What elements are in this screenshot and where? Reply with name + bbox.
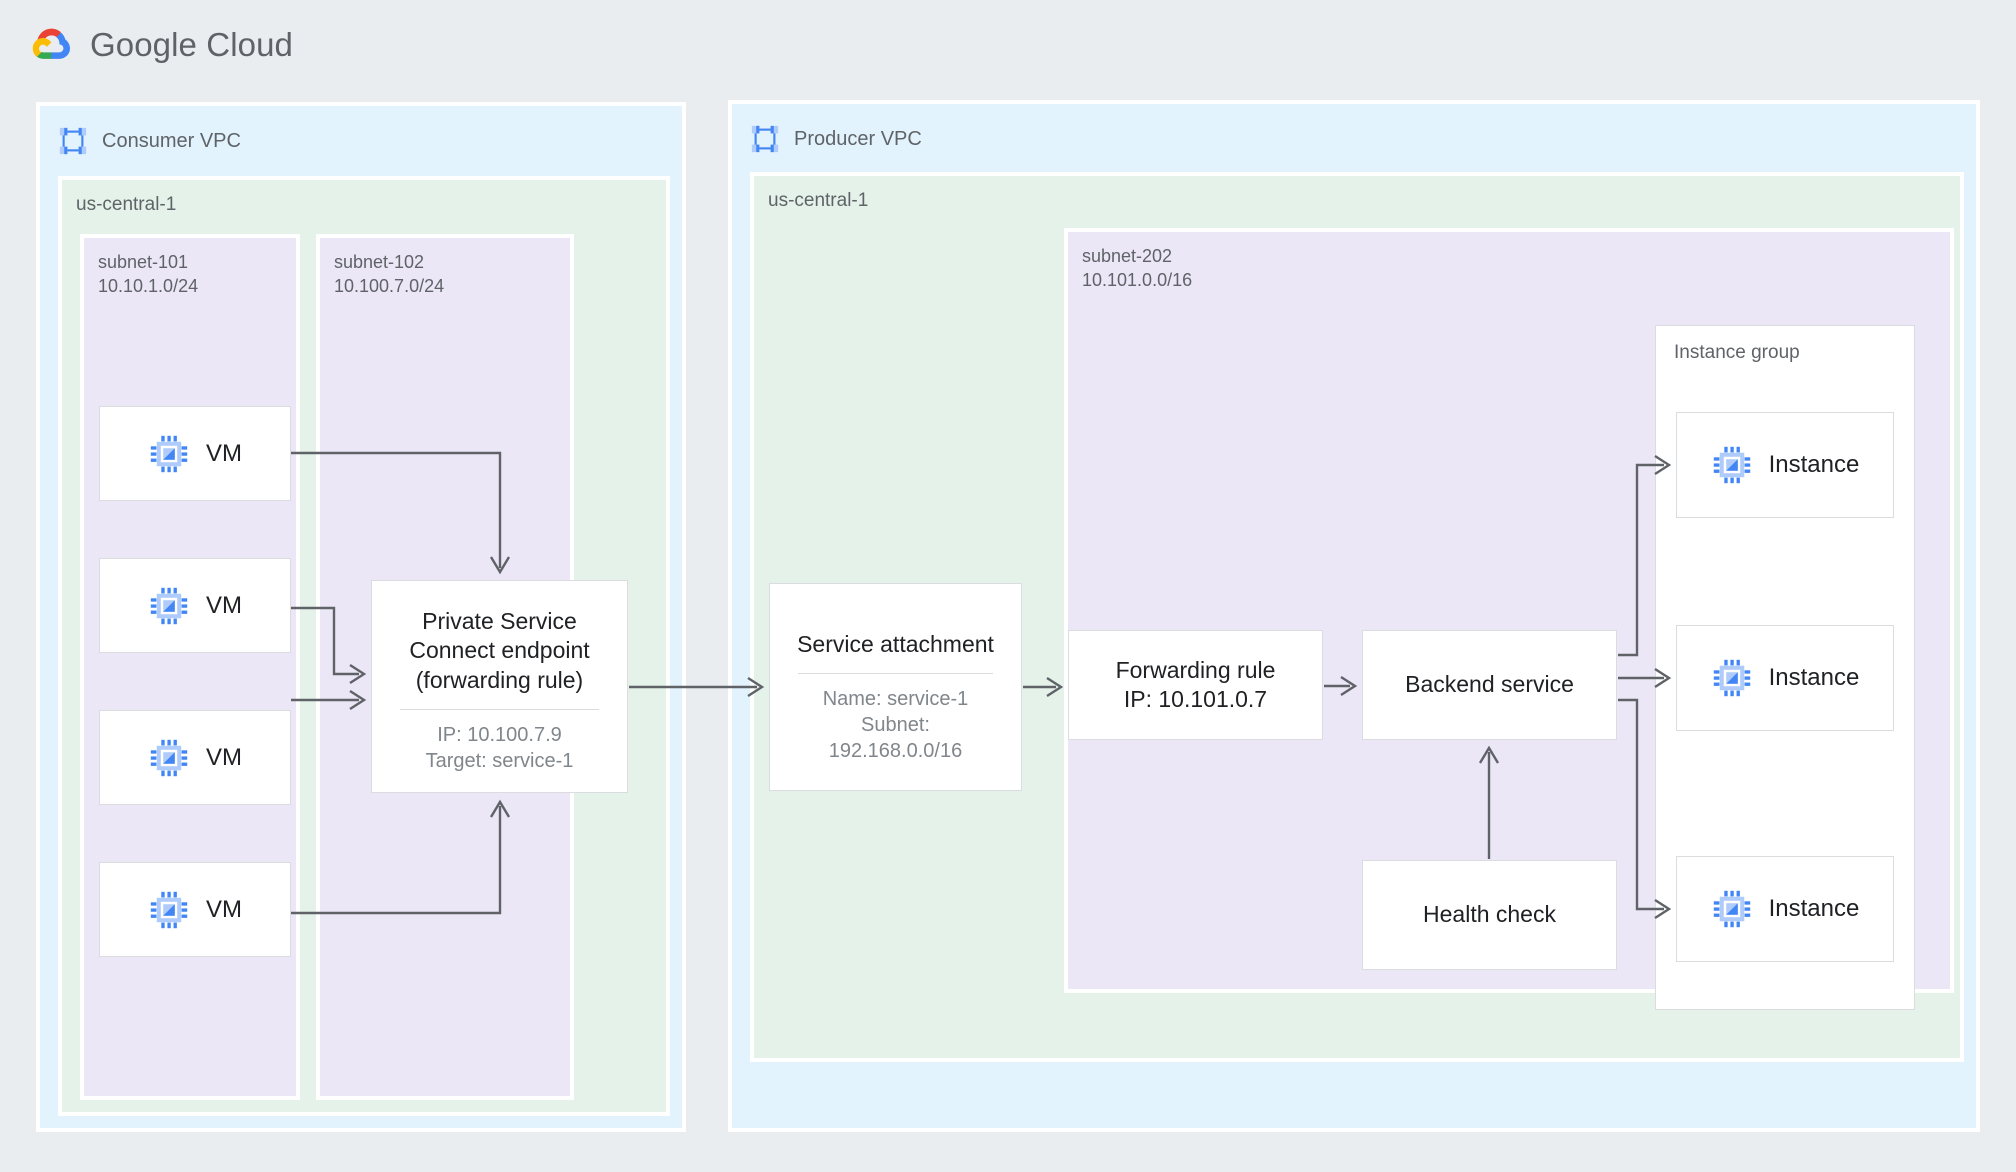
vpc-icon: [750, 124, 780, 154]
card-divider: [400, 709, 599, 711]
psc-endpoint-card[interactable]: Private Service Connect endpoint (forwar…: [371, 580, 628, 793]
psc-endpoint-details: IP: 10.100.7.9 Target: service-1: [425, 724, 574, 773]
service-attachment-details: Name: service-1 Subnet: 192.168.0.0/16: [822, 688, 969, 763]
psc-endpoint-title: Private Service Connect endpoint (forwar…: [409, 608, 590, 693]
vm-label: VM: [206, 439, 242, 467]
instance-card-1[interactable]: Instance: [1676, 412, 1894, 518]
chip-icon: [1711, 888, 1753, 930]
service-attachment-title: Service attachment: [797, 631, 994, 657]
forwarding-rule-card[interactable]: Forwarding rule IP: 10.101.0.7: [1068, 630, 1323, 740]
card-divider: [797, 673, 994, 675]
instance-row: Instance: [1711, 888, 1860, 930]
vm-card-1[interactable]: VM: [99, 406, 291, 501]
instance-label: Instance: [1768, 895, 1860, 922]
instance-card-2[interactable]: Instance: [1676, 625, 1894, 731]
producer-region-label: us-central-1: [768, 190, 869, 211]
vm-card-4[interactable]: VM: [99, 862, 291, 957]
vm-row: VM: [148, 433, 242, 475]
forwarding-rule-title: Forwarding rule IP: 10.101.0.7: [1115, 656, 1276, 712]
instance-card-3[interactable]: Instance: [1676, 856, 1894, 962]
vm-card-3[interactable]: VM: [99, 710, 291, 805]
brand-header: Google Cloud: [28, 24, 293, 66]
backend-service-title: Backend service: [1405, 671, 1574, 698]
health-check-card[interactable]: Health check: [1362, 860, 1617, 970]
consumer-region-label: us-central-1: [76, 194, 177, 215]
consumer-vpc-title: Consumer VPC: [102, 129, 241, 152]
backend-service-card[interactable]: Backend service: [1362, 630, 1617, 740]
instance-group-label: Instance group: [1674, 342, 1800, 363]
producer-vpc-header: Producer VPC: [750, 124, 922, 154]
vm-row: VM: [148, 889, 242, 931]
chip-icon: [148, 889, 190, 931]
vm-card-2[interactable]: VM: [99, 558, 291, 653]
instance-row: Instance: [1711, 444, 1860, 486]
subnet-101-panel: subnet-101 10.10.1.0/24: [80, 234, 300, 1100]
subnet-102-label: subnet-102 10.100.7.0/24: [334, 252, 445, 297]
instance-row: Instance: [1711, 657, 1860, 699]
subnet-202-label: subnet-202 10.101.0.0/16: [1082, 246, 1193, 291]
vm-label: VM: [206, 895, 242, 923]
producer-vpc-title: Producer VPC: [794, 127, 922, 150]
instance-label: Instance: [1768, 451, 1860, 478]
vm-label: VM: [206, 591, 242, 619]
consumer-vpc-header: Consumer VPC: [58, 126, 241, 156]
chip-icon: [148, 433, 190, 475]
chip-icon: [1711, 444, 1753, 486]
vpc-icon: [58, 126, 88, 156]
brand-wordmark: Google Cloud: [90, 26, 294, 63]
vm-label: VM: [206, 743, 242, 771]
google-cloud-logo-icon: [28, 24, 74, 66]
chip-icon: [148, 585, 190, 627]
vm-row: VM: [148, 737, 242, 779]
health-check-title: Health check: [1423, 901, 1556, 928]
service-attachment-card[interactable]: Service attachment Name: service-1 Subne…: [769, 583, 1022, 791]
instance-label: Instance: [1768, 664, 1860, 691]
vm-row: VM: [148, 585, 242, 627]
chip-icon: [148, 737, 190, 779]
chip-icon: [1711, 657, 1753, 699]
subnet-101-label: subnet-101 10.10.1.0/24: [98, 252, 199, 297]
